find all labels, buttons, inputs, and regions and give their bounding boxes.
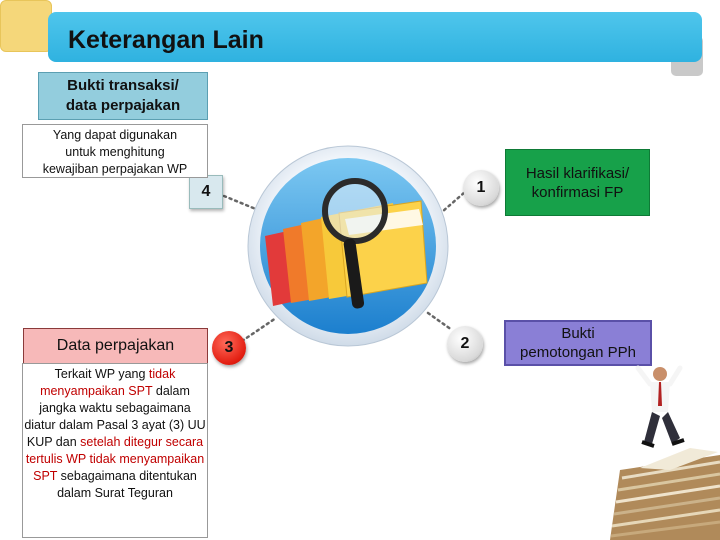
bukti-transaksi-line1: Bukti transaksi/	[67, 77, 179, 94]
bukti-transaksi-description: Yang dapat digunakan untuk menghitung ke…	[22, 124, 208, 178]
bukti-pph-line2: pemotongan PPh	[520, 344, 636, 361]
man-on-paper-pile-image	[610, 365, 720, 540]
number-badge-4: 4	[189, 175, 223, 209]
data-perpajakan-label: Data perpajakan	[56, 337, 175, 354]
hasil-klarifikasi-line2: konfirmasi FP	[531, 183, 624, 201]
bukti-pph-box: Bukti pemotongan PPh	[504, 320, 652, 366]
bukti-pph-line1: Bukti	[561, 325, 595, 342]
page-title: Keterangan Lain	[68, 26, 264, 54]
decor-yellow-square	[0, 0, 52, 52]
desc1-line2: untuk menghitung	[65, 145, 165, 159]
bukti-transaksi-box: Bukti transaksi/ data perpajakan	[38, 72, 208, 120]
hasil-klarifikasi-box: Hasil klarifikasi/ konfirmasi FP	[505, 149, 650, 216]
data-perpajakan-box: Data perpajakan	[23, 328, 208, 364]
bukti-transaksi-line2: data perpajakan	[65, 97, 181, 114]
folder-magnifier-icon	[247, 145, 449, 347]
number-badge-2: 2	[447, 326, 483, 362]
title-bar	[48, 12, 702, 62]
hasil-klarifikasi-line1: Hasil klarifikasi/	[525, 164, 630, 182]
desc2-part1: Terkait WP yang	[54, 367, 149, 381]
number-badge-1: 1	[463, 170, 499, 206]
desc2-part2: tidak menyampaikan SPT	[40, 367, 176, 398]
desc2-part3: dalam jangka waktu sebagaimana diatur da…	[24, 384, 206, 449]
number-badge-3: 3	[212, 331, 246, 365]
desc2-part4: setelah ditegur secara tertulis WP tidak…	[25, 435, 205, 483]
desc1-line1: Yang dapat digunakan	[52, 128, 178, 142]
data-perpajakan-description: Terkait WP yang tidak menyampaikan SPT d…	[22, 363, 208, 538]
desc1-line3: kewajiban perpajakan WP	[42, 162, 188, 176]
desc2-part5: sebagaimana ditentukan dalam Surat Tegur…	[57, 469, 197, 500]
